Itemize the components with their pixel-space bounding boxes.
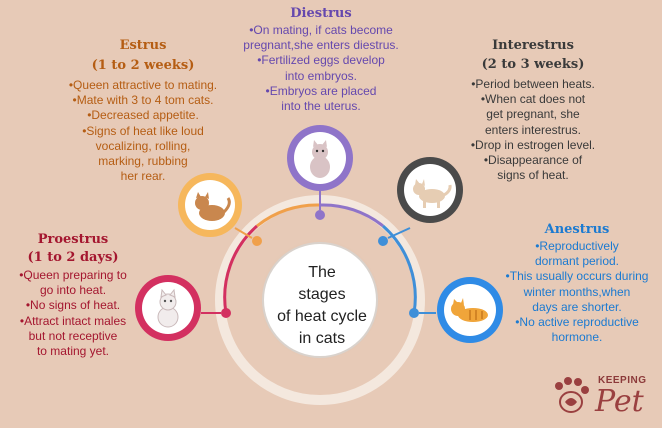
stage-duration: (2 to 3 weeks): [481, 57, 585, 72]
paw-heart-icon: [555, 377, 589, 413]
stage-duration: (1 to 2 weeks): [91, 58, 195, 73]
stage-title: Diestrus: [290, 6, 352, 21]
stage-title: Estrus: [119, 38, 167, 53]
cat-playing-icon: [195, 192, 231, 221]
stage-line: •Decreased appetite.: [87, 108, 199, 123]
stage-diestrus: Diestrus •On mating, if cats become preg…: [226, 6, 416, 114]
stage-line: •This usually occurs during: [505, 269, 649, 284]
stage-line: vocalizing, rolling,: [95, 138, 191, 153]
stage-line: to mating yet.: [36, 344, 110, 359]
node-dot-diestrus: [315, 210, 325, 220]
stage-line: pregnant,she enters diestrus.: [243, 38, 399, 53]
cat-lying-icon: [451, 298, 488, 322]
stage-interestrus: Interestrus (2 to 3 weeks) •Period betwe…: [442, 38, 624, 183]
stage-line: days are shorter.: [532, 299, 622, 314]
stage-line: •No signs of heat.: [25, 298, 121, 313]
arc-anestrus: [382, 224, 417, 314]
stage-duration: (1 to 2 days): [27, 250, 119, 265]
center-circle: [262, 242, 378, 358]
arc-estrus: [256, 203, 321, 228]
stage-line: dormant period.: [534, 254, 620, 269]
stage-line: get pregnant, she: [486, 107, 580, 122]
node-dot-anestrus: [409, 308, 419, 318]
stage-line: •Mate with 3 to 4 tom cats.: [72, 93, 214, 108]
stage-line: •Period between heats.: [471, 77, 595, 91]
arc-diestrus: [319, 203, 384, 228]
stage-line: •On mating, if cats become: [249, 23, 393, 37]
cat-walking-icon: [413, 179, 452, 208]
stage-line: •Queen attractive to mating.: [68, 78, 218, 92]
stage-title: Proestrus: [37, 232, 109, 247]
stage-line: but not receptive: [28, 328, 118, 343]
center-line: in cats: [298, 330, 346, 347]
node-dot-estrus: [252, 236, 262, 246]
brand-top-text: KEEPING: [598, 375, 647, 386]
stage-anestrus: Anestrus •Reproductively dormant period.…: [494, 222, 660, 345]
node-dot-interestrus: [378, 236, 388, 246]
stage-line: •Embryos are placed: [265, 83, 377, 98]
stage-line: winter months,when: [523, 284, 631, 299]
stage-line: marking, rubbing: [98, 154, 188, 169]
stage-line: go into heat.: [39, 283, 107, 298]
center-line: stages: [298, 286, 346, 303]
stage-line: •Queen preparing to: [19, 268, 127, 282]
stage-line: •Reproductively: [535, 239, 619, 253]
stage-line: enters interestrus.: [484, 122, 582, 137]
stage-title: Interestrus: [492, 38, 574, 53]
stage-line: into the uterus.: [281, 99, 361, 114]
stage-line: signs of heat.: [497, 168, 569, 183]
stage-proestrus: Proestrus (1 to 2 days) •Queen preparing…: [4, 232, 142, 359]
brand-bottom-text: Pet: [595, 384, 644, 419]
stage-line: •No active reproductive: [515, 315, 639, 330]
arc-proestrus: [223, 224, 258, 314]
stage-line: hormone.: [551, 330, 603, 345]
stage-line: •Signs of heat like loud: [82, 123, 204, 138]
center-title: The stages of heat cycle in cats: [268, 262, 376, 350]
cat-white-icon: [157, 288, 179, 328]
stage-line: •Attract intact males: [19, 313, 127, 328]
stage-line: •Fertilized eggs develop: [257, 53, 385, 68]
node-dot-proestrus: [221, 308, 231, 318]
cat-sitting-icon: [310, 140, 330, 178]
brand-logo: KEEPING Pet: [545, 372, 657, 424]
stage-line: •Disappearance of: [483, 153, 583, 168]
stage-line: •When cat does not: [480, 92, 586, 107]
center-line: of heat cycle: [277, 308, 367, 325]
stage-line: into embryos.: [284, 68, 358, 83]
stage-estrus: Estrus (1 to 2 weeks) •Queen attractive …: [38, 38, 248, 184]
center-line: The: [308, 264, 336, 281]
stage-line: •Drop in estrogen level.: [470, 137, 596, 152]
stage-title: Anestrus: [544, 222, 610, 237]
stage-line: her rear.: [120, 169, 166, 184]
